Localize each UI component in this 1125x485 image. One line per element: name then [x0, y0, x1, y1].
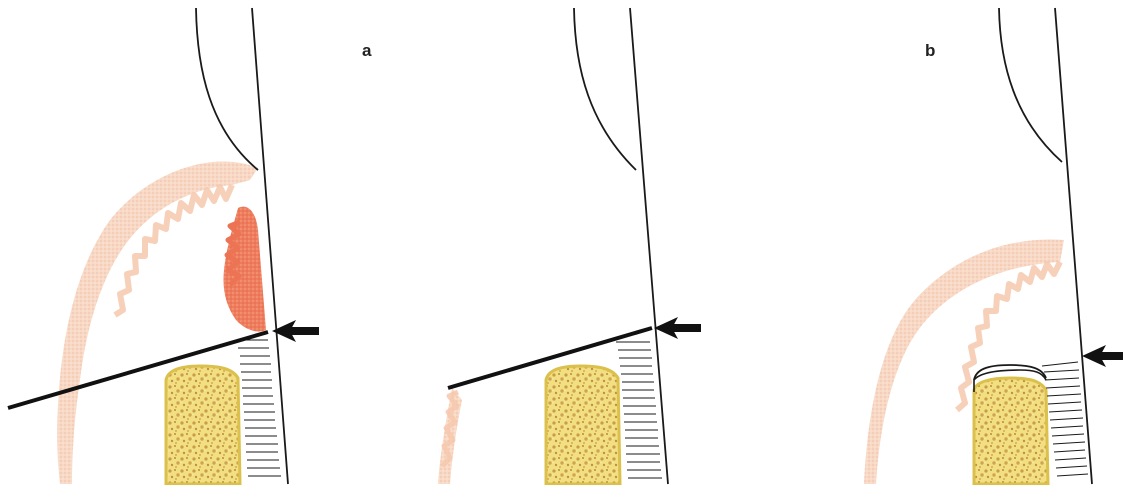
panel-label-a: a — [362, 41, 372, 60]
arrow-left-icon — [1082, 345, 1123, 367]
enamel-outline — [574, 8, 636, 170]
enamel-outline — [196, 8, 258, 170]
arrow-left-icon — [654, 317, 701, 339]
alveolar-bone — [166, 366, 240, 484]
periodontal-ligament-fibres — [616, 342, 662, 478]
panel-a-left — [8, 8, 319, 484]
alveolar-bone — [974, 378, 1048, 484]
tooth-root-surface — [630, 8, 668, 484]
enamel-outline — [999, 8, 1062, 162]
arrow-left-icon — [272, 320, 319, 342]
panel-a-right — [438, 8, 701, 484]
panel-label-b: b — [925, 41, 935, 60]
periodontal-ligament-fibres — [236, 340, 281, 476]
panel-b — [864, 8, 1123, 484]
alveolar-bone — [546, 366, 620, 484]
